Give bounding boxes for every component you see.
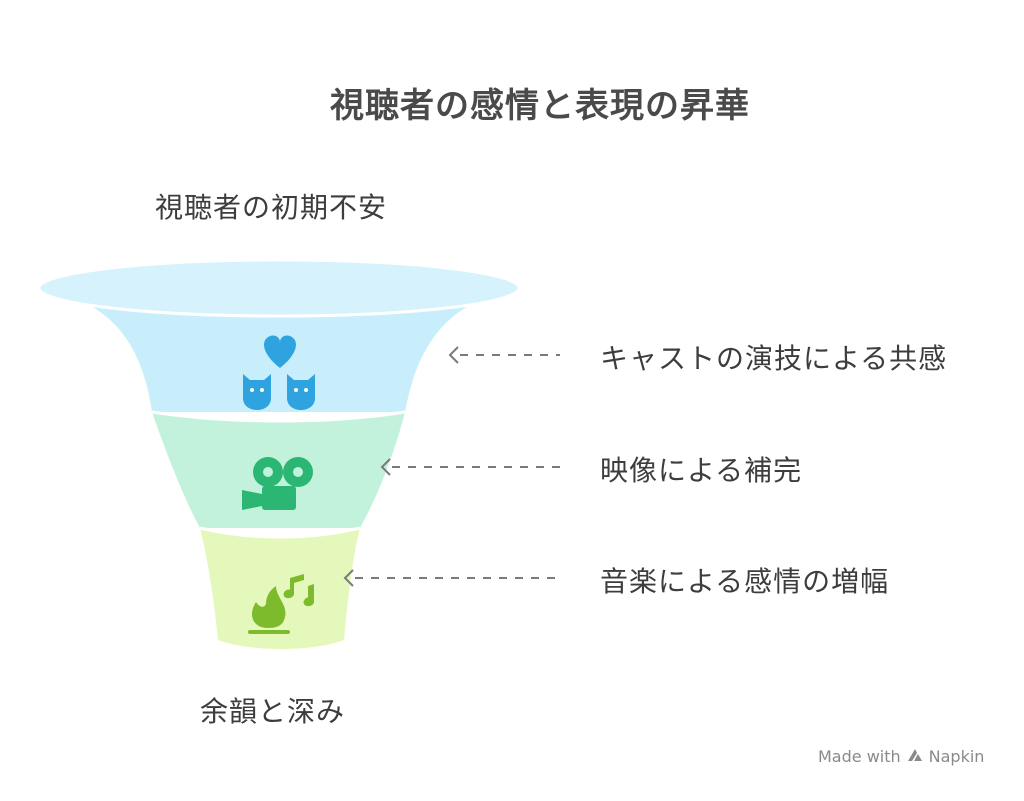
napkin-brand-text: Napkin xyxy=(928,746,985,766)
napkin-logo-icon xyxy=(905,746,925,766)
stage-label-3: 音楽による感情の増幅 xyxy=(600,565,890,598)
funnel-bottom-label: 余韻と深み xyxy=(200,695,346,728)
stage-label-2: 映像による補完 xyxy=(600,454,803,487)
funnel-stage-3 xyxy=(200,528,360,649)
stage-label-1: キャストの演技による共感 xyxy=(600,342,948,375)
diagram-title: 視聴者の感情と表現の昇華 xyxy=(330,86,750,126)
funnel-rim xyxy=(37,258,521,318)
film-camera-icon xyxy=(242,457,313,510)
made-with-text: Made with xyxy=(818,746,901,766)
stage-arrows xyxy=(343,346,560,587)
heart-faces-icon xyxy=(243,335,315,410)
music-fire-icon xyxy=(248,574,314,634)
funnel-top-label: 視聴者の初期不安 xyxy=(155,191,388,224)
made-with-footer[interactable]: Made with Napkin xyxy=(818,746,984,766)
